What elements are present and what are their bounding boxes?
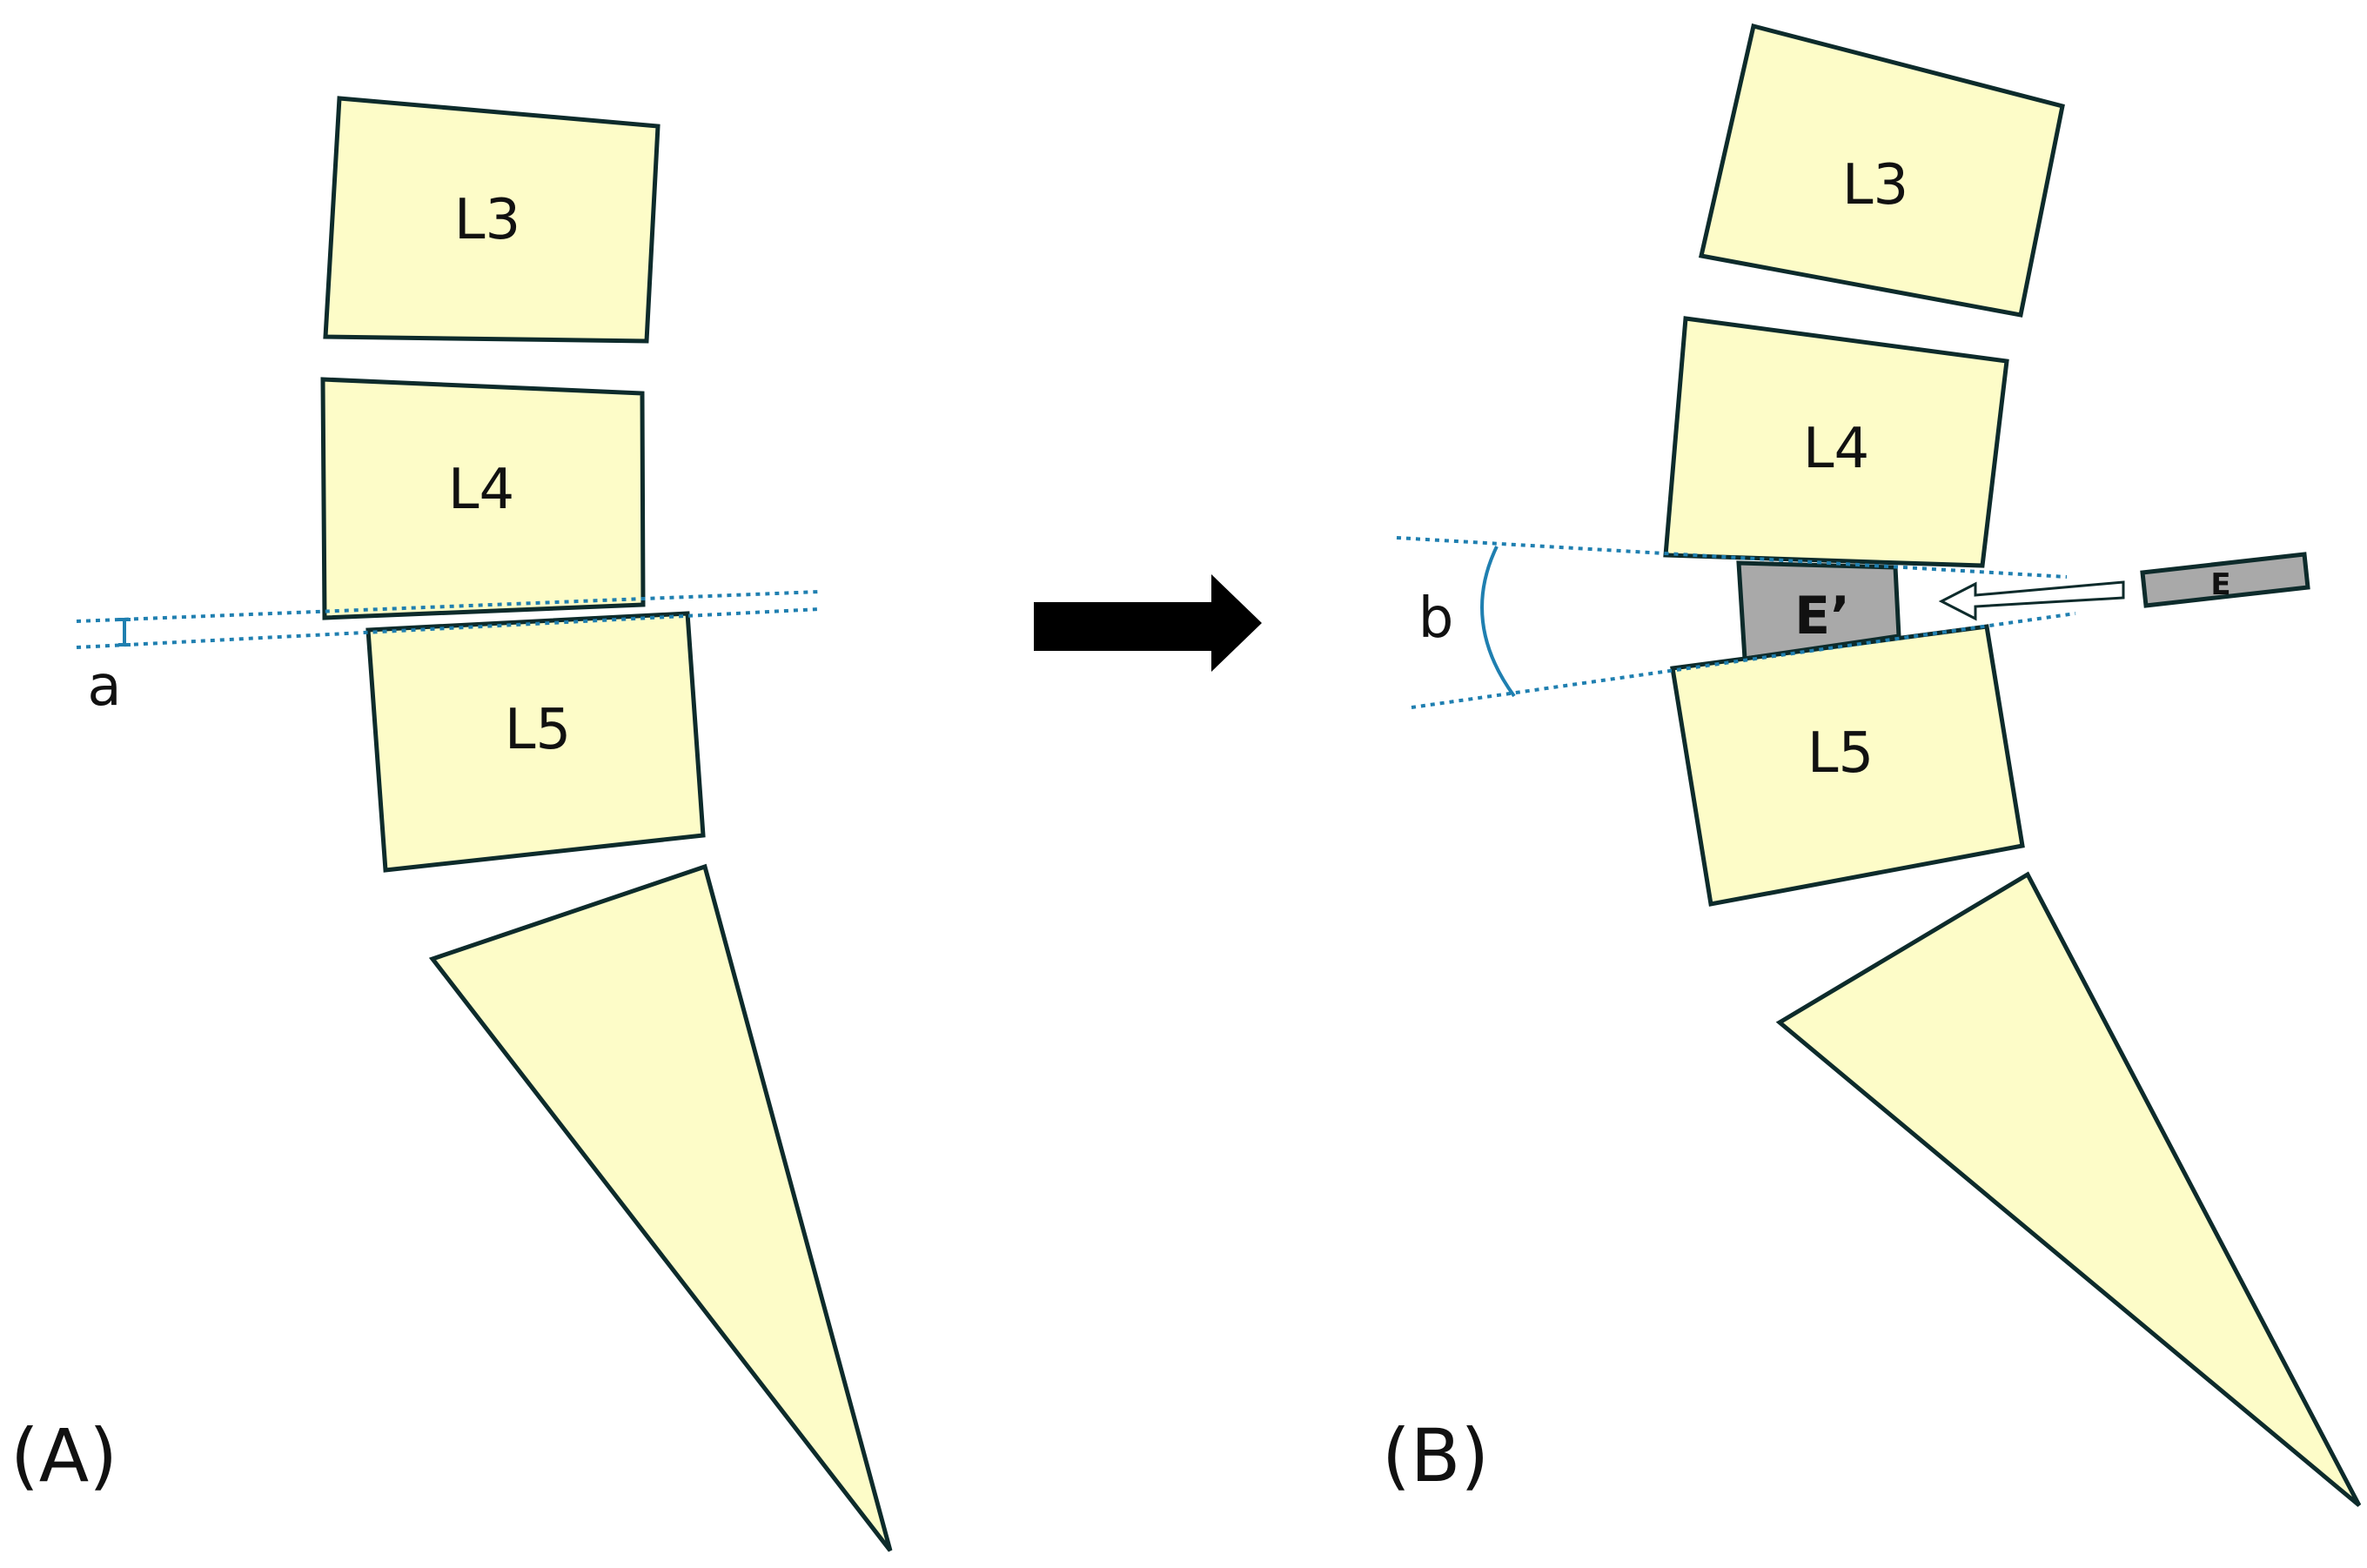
vertebra-l3-b-label: L3 [1842,153,1908,218]
sacrum-a [428,863,893,1552]
implant-inserted-label: E’ [1794,586,1850,647]
vertebra-l5-b [1670,624,2025,907]
disc-guide-upper-b [1396,536,2068,579]
panel-label-a: (A) [10,1413,117,1498]
measure-label-a: a [87,654,121,719]
implant[interactable] [2140,552,2310,608]
measure-label-b: b [1418,586,1454,651]
vertebra-l5-a [365,611,706,873]
panel-label-b: (B) [1382,1413,1489,1498]
right-arrow-icon [1034,574,1262,672]
vertebra-l4-b [1663,316,2009,568]
vertebra-l3-a [323,96,660,344]
vertebra-l3-b [1698,23,2065,318]
transition-arrow [1034,574,1262,672]
sacrum-b [1775,871,2362,1507]
vertebra-l4-b-label: L4 [1803,417,1869,481]
insertion-arrow-icon [1938,580,2125,621]
angle-arc-b [1480,546,1516,698]
implant-label: E [2210,567,2230,602]
vertebra-l5-b-label: L5 [1807,721,1874,786]
panel-a: L3 L4 L5 a (A) [10,96,893,1552]
disc-guide-lower-b [1411,612,2076,709]
panel-b: L3 L4 E’ L5 b E (B) [1382,23,2362,1507]
vertebra-l4-a [320,377,646,620]
vertebra-l5-a-label: L5 [505,698,571,762]
vertebra-l3-a-label: L3 [454,188,520,252]
vertebra-l4-a-label: L4 [448,458,514,522]
